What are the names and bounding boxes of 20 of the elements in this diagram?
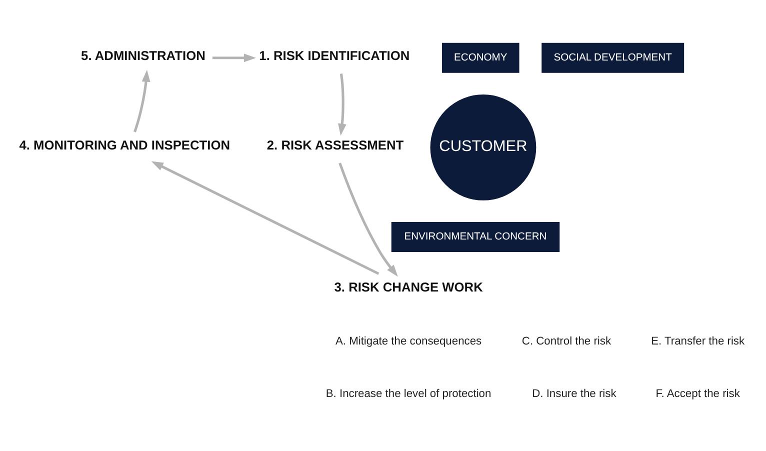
arrow (338, 72, 346, 136)
node-box: ECONOMY (441, 42, 520, 74)
node-text: 5. ADMINISTRATION (81, 48, 206, 63)
label: E. Transfer the risk (651, 335, 745, 348)
node-box: SOCIAL DEVELOPMENT (540, 42, 685, 74)
label: F. Accept the risk (656, 388, 740, 400)
node-text: 2. RISK ASSESSMENT (266, 137, 404, 152)
node-box: ENVIRONMENTAL CONCERN (390, 220, 560, 252)
label: A. Mitigate the consequences (335, 335, 482, 348)
node-text: 4. MONITORING AND INSPECTION (19, 137, 230, 152)
node-text: 1. RISK IDENTIFICATION (259, 48, 410, 63)
node-circle: CUSTOMER (430, 94, 536, 200)
label: B. Increase the level of protection (326, 388, 492, 400)
arrow (133, 69, 150, 132)
arrow (151, 160, 380, 274)
arrow (212, 53, 256, 62)
node-text: 3. RISK CHANGE WORK (334, 279, 483, 294)
label: C. Control the risk (522, 335, 612, 348)
label: D. Insure the risk (532, 388, 616, 400)
arrow (338, 162, 398, 276)
